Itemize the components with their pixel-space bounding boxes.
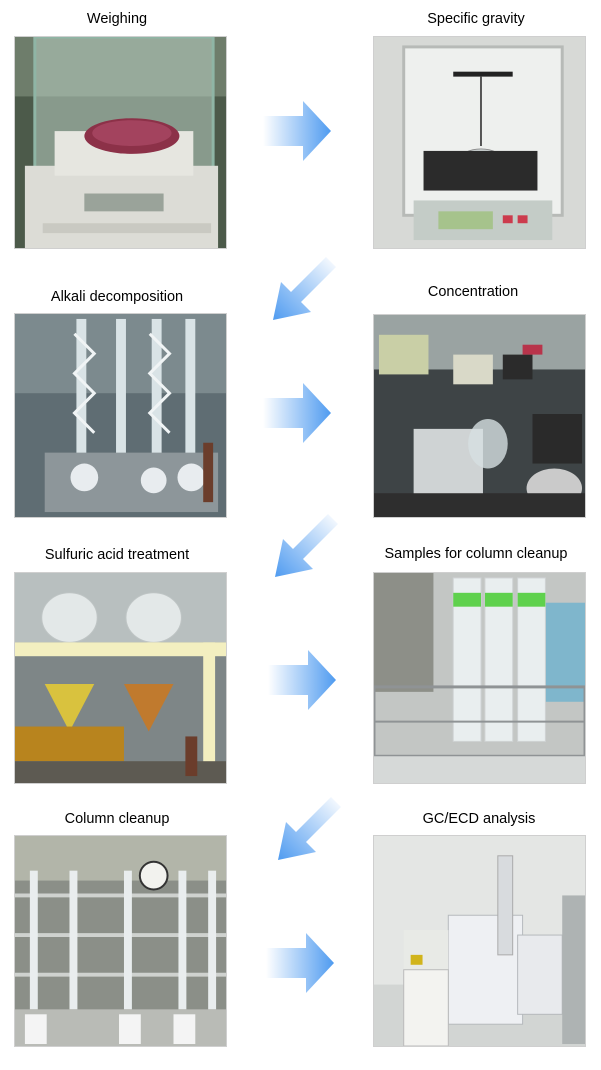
arrow-down-left-icon [273,257,336,320]
arrow-right-icon [268,650,336,710]
analytical-balance-photo [14,36,227,249]
test-tube-rack-photo [373,572,586,784]
gas-chromatograph-photo [373,835,586,1047]
separatory-funnel-photo [14,572,227,784]
chromatography-columns-photo [14,835,227,1047]
arrow-right-icon [266,933,334,993]
specific-gravity-balance-photo [373,36,586,249]
arrow-down-left-icon [275,514,338,577]
arrow-right-icon [263,383,331,443]
step-label-alkali-decomposition: Alkali decomposition [50,289,184,305]
step-label-samples-column-cleanup: Samples for column cleanup [384,546,568,562]
step-label-weighing: Weighing [86,11,148,27]
step-label-column-cleanup: Column cleanup [64,811,170,827]
reflux-condenser-photo [14,313,227,518]
rotary-evaporator-photo [373,314,586,518]
step-label-specific-gravity: Specific gravity [427,11,525,27]
arrow-down-left-icon [278,797,341,860]
step-label-gc-ecd-analysis: GC/ECD analysis [422,811,536,827]
step-label-sulfuric-acid-treatment: Sulfuric acid treatment [44,547,190,563]
arrow-right-icon [263,101,331,161]
step-label-concentration: Concentration [427,284,519,300]
